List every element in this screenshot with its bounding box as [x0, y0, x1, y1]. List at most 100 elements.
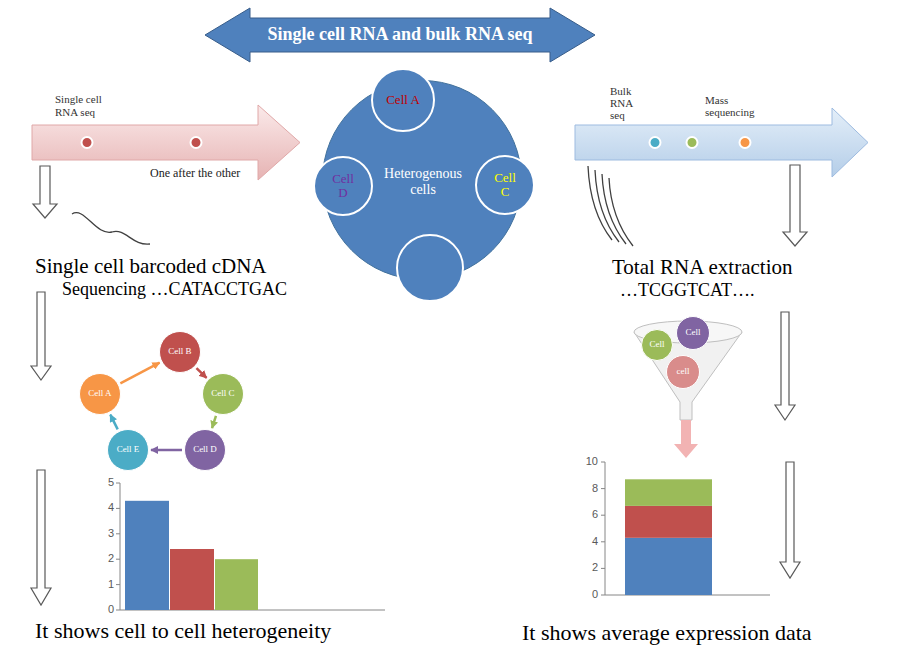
tick-mark: [601, 595, 605, 596]
bar: [170, 549, 214, 610]
cycle-cell: Cell A: [79, 373, 121, 415]
sample-dot: [191, 137, 202, 148]
cell-circle: Cell A: [371, 68, 435, 132]
tick-marks: [116, 483, 120, 610]
sample-dot: [687, 137, 698, 148]
down-arrow: [33, 166, 57, 218]
sample-dot: [82, 137, 93, 148]
cycle-cell: Cell D: [184, 429, 226, 471]
axis-tick: 1: [108, 578, 114, 591]
node-text: Single cell RNA seq: [55, 93, 117, 119]
node-text: Cell D: [328, 172, 358, 201]
axis-tick: 2: [108, 552, 114, 565]
funnel-outflow-arrow: [674, 420, 698, 458]
axis-tick: 0: [592, 588, 598, 601]
axis-tick: 5: [108, 476, 114, 489]
node-text: Cell E: [111, 445, 145, 455]
node-outline: [185, 430, 226, 471]
cdna-strand: [72, 213, 150, 245]
tick-mark: [601, 568, 605, 569]
node-text: Cell: [643, 340, 671, 350]
stack-segment: [625, 506, 712, 538]
bar: [215, 559, 258, 610]
tick-mark: [601, 541, 605, 542]
cycle-cell: Cell E: [107, 429, 149, 471]
node-text: Cell D: [188, 445, 222, 455]
process-arrow: Bulk RNA seq Mass sequencing: [570, 80, 870, 180]
cycle-arrow: [151, 449, 182, 452]
node-outline: [203, 374, 244, 415]
sample-dot: [740, 137, 751, 148]
step-heading: Total RNA extraction: [612, 255, 793, 279]
axis-tick: 0: [108, 603, 114, 616]
stack-segment: [625, 479, 712, 506]
tick-mark: [116, 610, 120, 611]
cycle-arrow: [110, 415, 117, 430]
tick-mark: [601, 462, 605, 463]
node-text: Bulk RNA seq: [610, 85, 640, 121]
node-text: Cell A: [376, 93, 430, 107]
rna-strands: [588, 166, 633, 246]
step-heading: Single cell barcoded cDNA: [35, 254, 267, 278]
sequence-text: Sequencing …CATACCTGAC: [62, 279, 287, 300]
tick-mark: [116, 559, 120, 560]
y-axis: [120, 483, 121, 610]
y-axis: [605, 462, 606, 595]
node-text: Cell C: [490, 171, 520, 200]
funnel-cell: Cell: [641, 329, 673, 361]
tick-mark: [116, 533, 120, 534]
node-outline: [667, 356, 700, 389]
axis-tick: 4: [108, 501, 114, 514]
tick-mark: [116, 584, 120, 585]
node-text: Cell B: [163, 347, 197, 357]
axis-tick: 8: [592, 482, 598, 495]
node-outline: [205, 8, 595, 62]
node-outline: [677, 317, 710, 350]
bulk-stacked-chart: [601, 462, 770, 595]
node-outline: [314, 157, 372, 215]
axis-tick: 10: [586, 455, 598, 468]
axis-tick: 4: [592, 535, 598, 548]
node-text: cell: [668, 367, 698, 377]
node-outline: [160, 332, 201, 373]
cell-circle: [397, 235, 463, 301]
node-text: Single cell RNA and bulk RNA seq: [267, 25, 532, 45]
node-text: Mass sequencing: [705, 94, 769, 118]
axis-tick: 6: [592, 508, 598, 521]
sequence-text: …TCGGTCAT….: [620, 280, 755, 301]
conclusion-text: It shows average expression data: [522, 620, 812, 645]
tick-mark: [116, 483, 120, 484]
node-outline: [80, 374, 121, 415]
cell-circle: Cell C: [475, 155, 535, 215]
bar: [125, 501, 169, 610]
cycle-cell: Cell B: [159, 331, 201, 373]
node-text: Cell C: [206, 389, 240, 399]
node-text: Cell A: [83, 389, 117, 399]
axis-tick: 3: [108, 527, 114, 540]
tick-mark: [116, 508, 120, 509]
cycle-arrow: [120, 363, 159, 384]
axis-tick: 2: [592, 561, 598, 574]
node-outline: [642, 330, 673, 361]
funnel-cell: Cell: [676, 316, 710, 350]
cycle-arrow: [196, 368, 206, 378]
tick-marks: [601, 462, 605, 595]
sample-dot: [650, 137, 661, 148]
down-arrow: [775, 312, 795, 420]
rna-strand: [609, 178, 633, 246]
process-arrow: Single cell RNA seqOne after the other: [30, 90, 302, 210]
node-outline: [372, 69, 434, 131]
down-arrow: [783, 165, 807, 246]
node-outline: [476, 156, 534, 214]
banner-arrow: Single cell RNA and bulk RNA seq: [205, 8, 595, 62]
down-arrow: [31, 292, 51, 380]
single-cell-bar-chart: [116, 483, 385, 610]
cycle-cell: Cell C: [202, 373, 244, 415]
node-text: Cell: [678, 328, 708, 338]
node-text: Heterogenous cells: [380, 166, 466, 198]
node-text: One after the other: [150, 166, 242, 180]
cycle-arrow: [212, 416, 216, 428]
tick-mark: [601, 515, 605, 516]
stack-segment: [625, 538, 712, 595]
